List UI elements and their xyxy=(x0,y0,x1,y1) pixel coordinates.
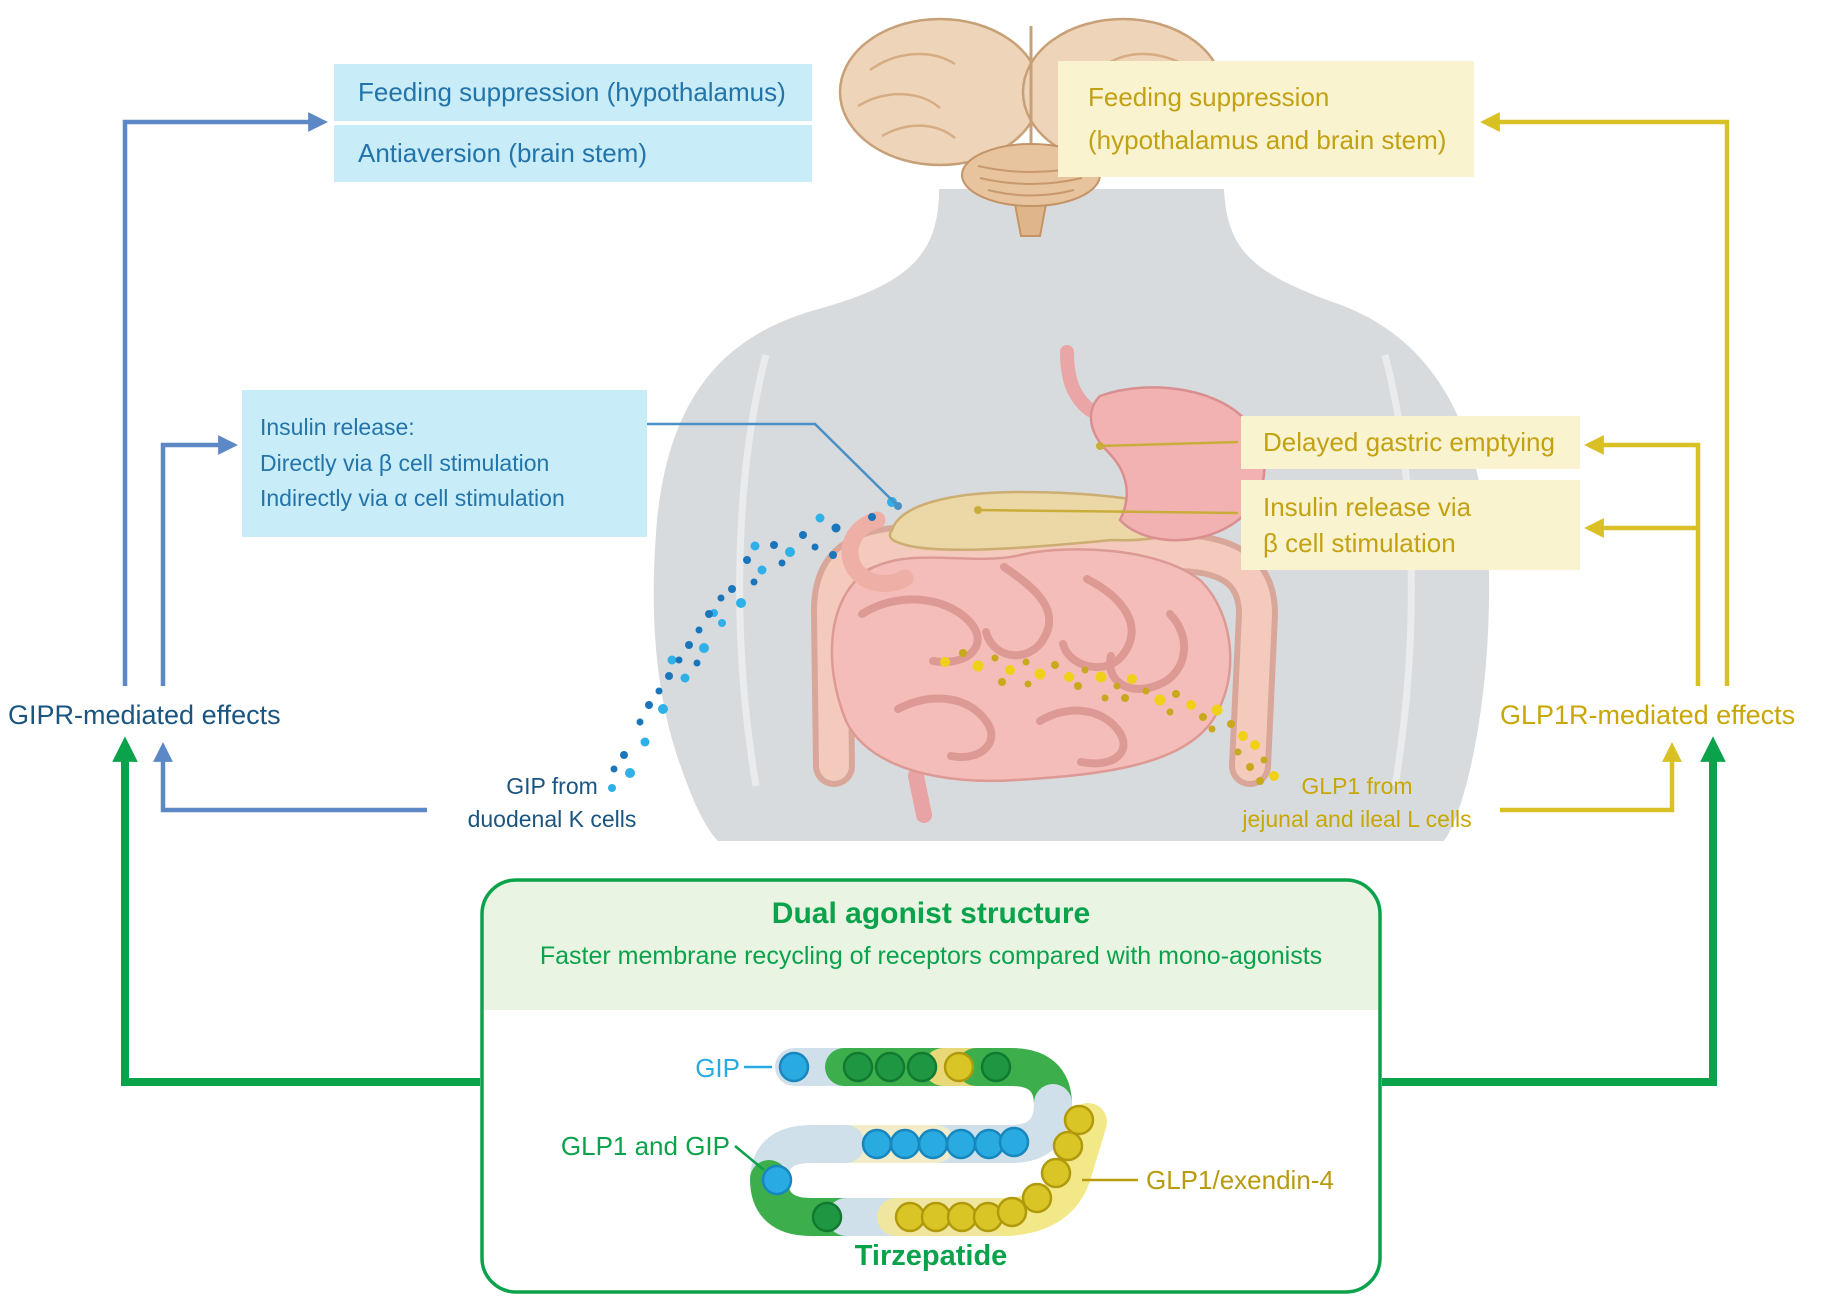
dual-agonist-title: Dual agonist structure xyxy=(771,897,1091,930)
exendin-bead-label: GLP1/exendin-4 xyxy=(1146,1165,1334,1195)
gip-source-line1: GIP from xyxy=(506,773,598,799)
feeding-suppression-glp1r-box: Feeding suppression (hypothalamus and br… xyxy=(1058,61,1474,177)
insulin-release-indirect: Indirectly via α cell stimulation xyxy=(260,485,565,512)
dual-agonist-subtitle: Faster membrane recycling of receptors c… xyxy=(539,942,1323,970)
pointer-stomach-to-gastric-box xyxy=(1099,440,1239,448)
insulin-release-glp1r-box: Insulin release via β cell stimulation xyxy=(1241,480,1580,570)
insulin-release-direct: Directly via β cell stimulation xyxy=(260,449,550,476)
peptide-label-connectors xyxy=(734,1065,1138,1182)
arrow-gip-to-gipr-effects xyxy=(153,742,427,813)
arrow-gipr-to-feeding-suppression xyxy=(122,112,328,686)
delayed-gastric-emptying-box: Delayed gastric emptying xyxy=(1241,416,1580,469)
gip-dots xyxy=(608,497,897,792)
feeding-suppression-gipr-box: Feeding suppression (hypothalamus) xyxy=(334,64,812,121)
small-intestine xyxy=(830,548,1232,783)
stomach xyxy=(1089,386,1266,542)
gip-bead-label: GIP xyxy=(695,1053,740,1083)
arrow-gipr-to-insulin-release xyxy=(160,435,238,686)
glp1r-arrows xyxy=(1480,112,1730,813)
digestive-system-illustration xyxy=(811,345,1278,823)
glp1-source-line1: GLP1 from xyxy=(1301,773,1413,799)
glp1r-insulin-line2: β cell stimulation xyxy=(1263,528,1456,558)
tirzepatide-arrows xyxy=(112,736,1726,1086)
tirzepatide-label: Tirzepatide xyxy=(854,1240,1008,1272)
pointer-pancreas-to-insulin-box xyxy=(977,508,1239,515)
rectum xyxy=(908,768,932,823)
pointer-insulin-to-pancreas xyxy=(647,422,899,507)
arrow-glp1-to-glp1r-effects xyxy=(1500,742,1682,813)
glp1r-insulin-line1: Insulin release via xyxy=(1263,491,1472,522)
peptide-beads xyxy=(761,1051,1095,1233)
arrow-tirzepatide-to-glp1r xyxy=(1382,736,1726,1086)
glp1-source-line2: jejunal and ileal L cells xyxy=(1242,806,1472,833)
gip-source-label: GIP from duodenal K cells xyxy=(432,770,672,837)
arrow-glp1r-to-feeding-suppression xyxy=(1480,112,1730,686)
intestine-coils xyxy=(858,563,1188,768)
gipr-arrows xyxy=(122,112,427,813)
esophagus xyxy=(1060,345,1097,417)
glp1-and-gip-bead-label: GLP1 and GIP xyxy=(560,1131,730,1161)
insulin-release-title: Insulin release: xyxy=(260,414,415,441)
antiaversion-box: Antiaversion (brain stem) xyxy=(334,125,812,182)
gip-source-line2: duodenal K cells xyxy=(467,806,637,833)
glp1r-effects-label: GLP1R-mediated effects xyxy=(1500,700,1796,730)
glp1r-feeding-line2: (hypothalamus and brain stem) xyxy=(1088,125,1447,155)
duodenum xyxy=(841,511,914,592)
glp1-source-label: GLP1 from jejunal and ileal L cells xyxy=(1218,770,1496,837)
arrow-glp1r-to-delayed-gastric xyxy=(1584,435,1701,686)
arrow-tirzepatide-to-gipr xyxy=(112,736,480,1086)
insulin-release-gipr-box: Insulin release: Directly via β cell sti… xyxy=(242,390,647,537)
glp1r-feeding-line1: Feeding suppression xyxy=(1088,82,1330,113)
glp1-dots xyxy=(940,649,1279,785)
pointer-lines xyxy=(647,422,1239,515)
gipr-effects-label: GIPR-mediated effects xyxy=(8,700,281,730)
glp1-gip-label-line xyxy=(734,1145,765,1171)
tirzepatide-peptide xyxy=(734,1048,1138,1236)
